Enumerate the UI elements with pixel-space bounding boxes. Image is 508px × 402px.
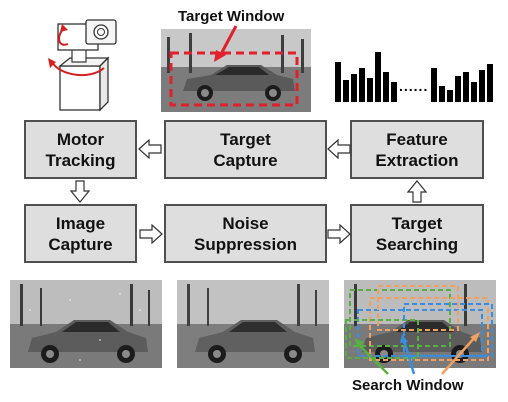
target-capture-label: Target Capture (213, 129, 278, 170)
search-window-pointer-arrows (354, 332, 480, 375)
arrow-motor-to-image (70, 180, 90, 203)
target-searching-photo (344, 280, 496, 368)
search-window-label: Search Window (352, 377, 464, 394)
target-searching-box: Target Searching (350, 204, 484, 263)
target-window-pointer-arrow (214, 25, 238, 62)
noise-suppression-label: Noise Suppression (194, 213, 297, 254)
target-window-label: Target Window (178, 8, 285, 25)
arrow-noise-to-searching (327, 224, 351, 244)
histogram-dots: ...... (399, 78, 429, 94)
image-capture-photo (10, 280, 162, 368)
noise-suppression-photo (177, 280, 329, 368)
target-capture-box: Target Capture (164, 120, 327, 179)
target-searching-label: Target Searching (375, 213, 459, 254)
target-capture-photo (161, 29, 311, 112)
image-capture-label: Image Capture (48, 213, 113, 254)
feature-extraction-label: Feature Extraction (375, 129, 459, 170)
camera-motor-illustration (38, 14, 122, 114)
arrow-searching-to-feature (407, 180, 427, 203)
noise-suppression-box: Noise Suppression (164, 204, 327, 263)
arrow-feature-to-target (327, 139, 351, 159)
feature-extraction-box: Feature Extraction (350, 120, 484, 179)
feature-histogram (335, 52, 493, 102)
arrow-image-to-noise (139, 224, 163, 244)
image-capture-box: Image Capture (24, 204, 137, 263)
arrow-target-to-motor (138, 139, 162, 159)
motor-tracking-box: Motor Tracking (24, 120, 137, 179)
motor-tracking-label: Motor Tracking (45, 129, 116, 170)
